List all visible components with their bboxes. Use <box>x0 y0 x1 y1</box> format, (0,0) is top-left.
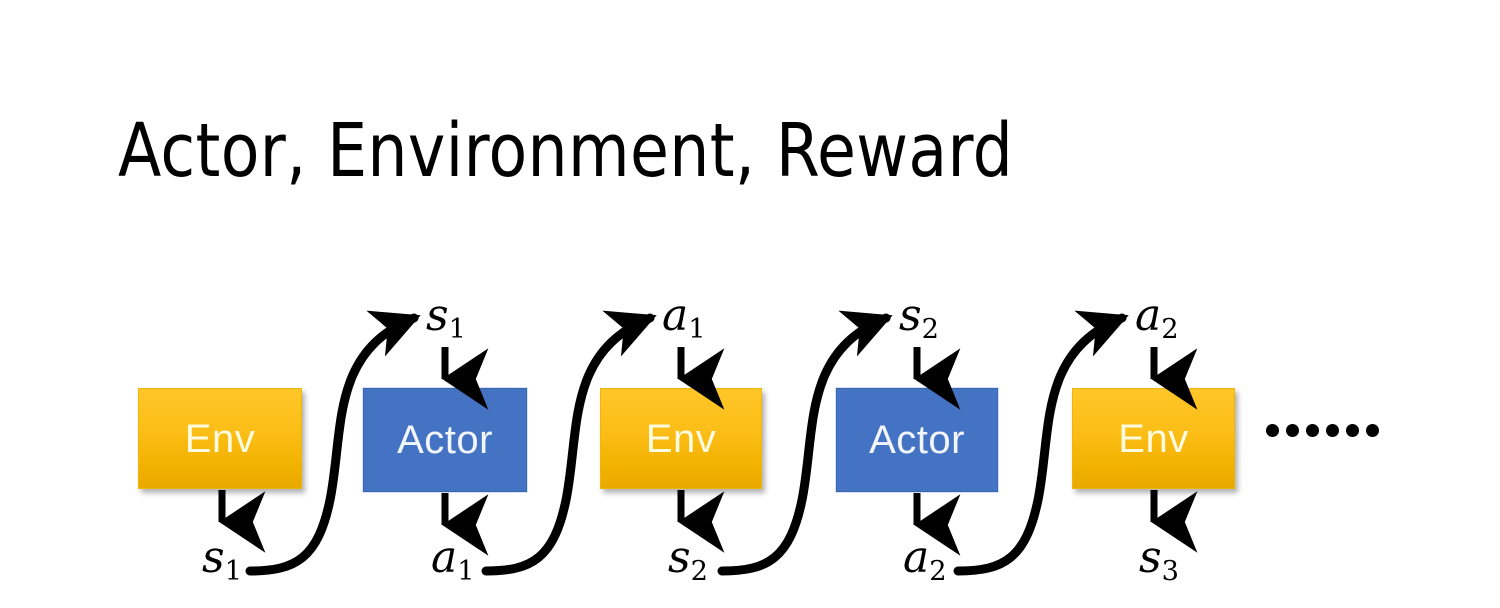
symbol: a <box>1135 290 1162 341</box>
env-box-1-label: Env <box>184 416 256 461</box>
env-box-3-label: Env <box>1118 416 1189 461</box>
action-label-a1-top: a1 <box>662 290 706 344</box>
subscript: 2 <box>1161 314 1179 346</box>
ellipsis-dot <box>1286 424 1299 437</box>
state-label-s2-bottom: s2 <box>668 532 708 586</box>
symbol: s <box>899 290 922 341</box>
subscript: 3 <box>1161 556 1179 588</box>
ellipsis-dot <box>1306 424 1319 437</box>
env-box-2[interactable]: Env <box>600 388 762 489</box>
subscript: 2 <box>921 314 939 346</box>
subscript: 2 <box>690 556 708 588</box>
symbol: s <box>202 532 225 583</box>
symbol: s <box>426 290 449 341</box>
state-label-s3-bottom: s3 <box>1139 532 1179 586</box>
symbol: a <box>662 290 689 341</box>
symbol: a <box>903 532 930 583</box>
state-label-s1-bottom: s1 <box>202 532 242 586</box>
state-label-s2-top: s2 <box>899 290 939 344</box>
subscript: 1 <box>688 314 706 346</box>
env-box-1[interactable]: Env <box>138 388 302 489</box>
env-box-2-label: Env <box>645 416 717 461</box>
env-box-3[interactable]: Env <box>1072 388 1235 489</box>
action-label-a1-bottom: a1 <box>431 532 475 586</box>
actor-box-1-label: Actor <box>397 418 493 462</box>
symbol: a <box>431 532 458 583</box>
action-label-a2-bottom: a2 <box>903 532 947 586</box>
actor-box-2[interactable]: Actor <box>836 388 998 492</box>
subscript: 1 <box>224 556 242 588</box>
actor-box-1[interactable]: Actor <box>363 388 527 492</box>
ellipsis-dot <box>1326 424 1339 437</box>
subscript: 2 <box>929 556 947 588</box>
ellipsis-dot <box>1346 424 1359 437</box>
actor-box-2-label: Actor <box>869 418 965 462</box>
symbol: s <box>1139 532 1162 583</box>
action-label-a2-top: a2 <box>1135 290 1179 344</box>
state-label-s1-top: s1 <box>426 290 466 344</box>
page-title: Actor, Environment, Reward <box>118 108 1014 194</box>
subscript: 1 <box>457 556 475 588</box>
symbol: s <box>668 532 691 583</box>
ellipsis-dot <box>1366 424 1379 437</box>
ellipsis-dot <box>1266 424 1279 437</box>
subscript: 1 <box>448 314 466 346</box>
ellipsis-indicator <box>1266 424 1379 437</box>
